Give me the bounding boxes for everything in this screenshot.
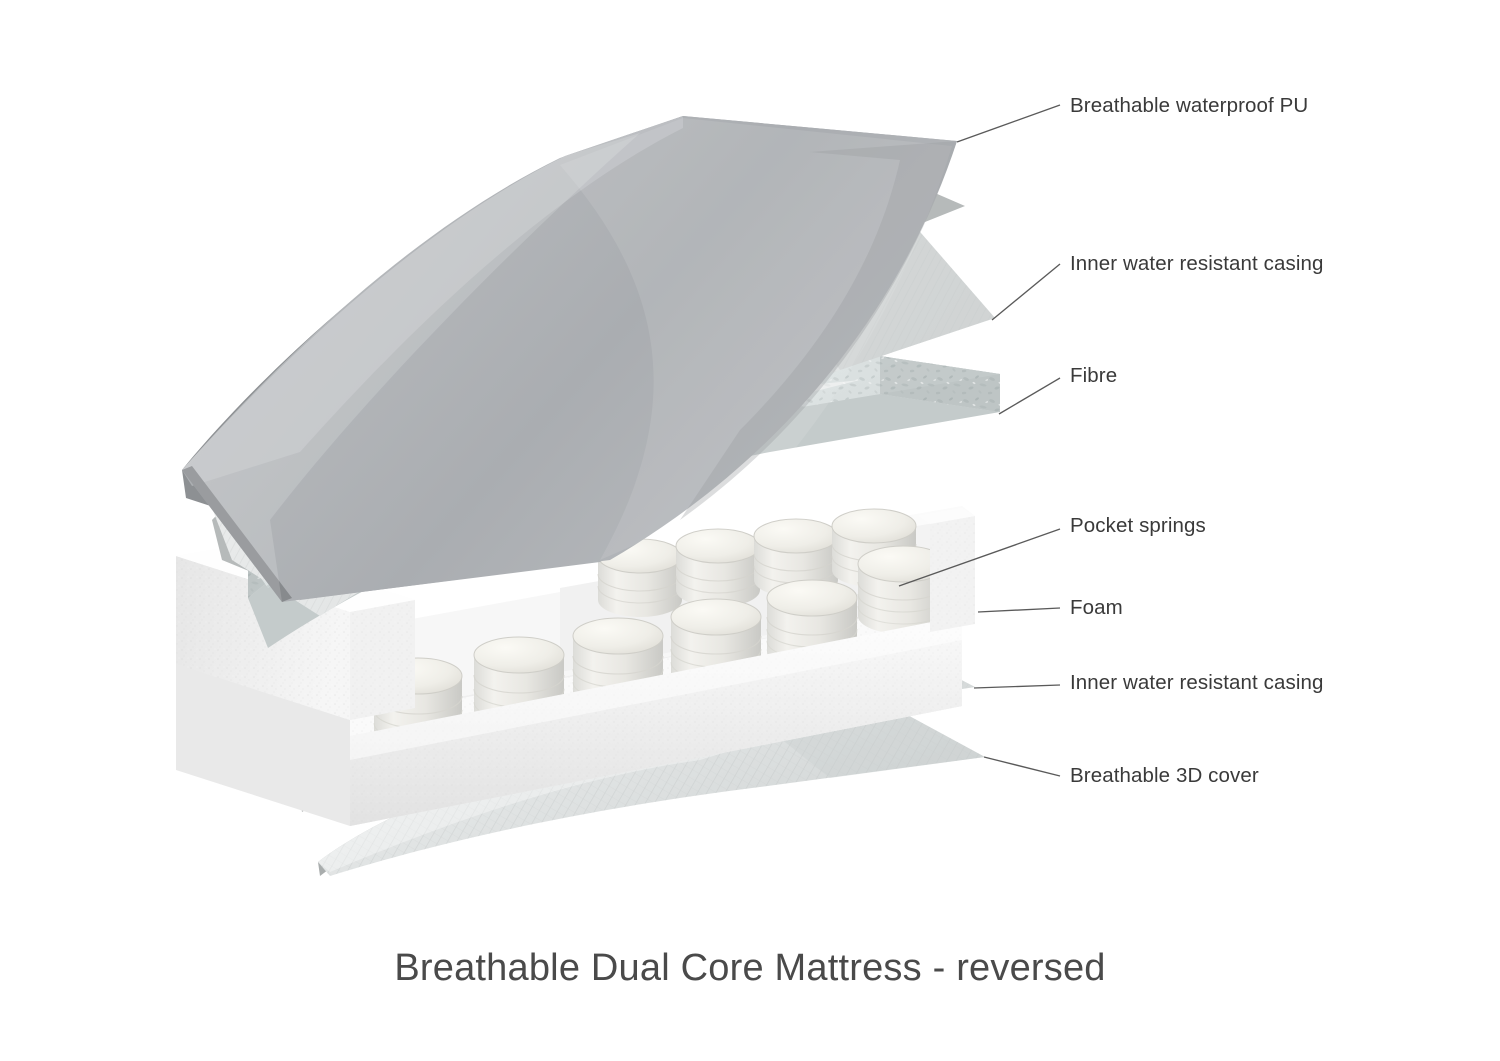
leader-breathable-waterproof-pu [956,104,1061,143]
callout-label-breathable-3d-cover: Breathable 3D cover [1070,764,1259,787]
figure-caption: Breathable Dual Core Mattress - reversed [394,947,1106,989]
callout-label-foam: Foam [1070,596,1123,619]
callout-label-inner-water-resistant-casing-top: Inner water resistant casing [1070,252,1324,275]
leader-foam [977,607,1061,613]
layer-pocket-springs [176,508,975,826]
callout-leader-lines [898,104,1061,777]
leader-inner-casing-bottom [973,684,1061,689]
leader-fibre [998,377,1061,415]
leader-breathable-3d-cover [983,756,1061,777]
callout-label-pocket-springs: Pocket springs [1070,514,1206,537]
callout-label-inner-water-resistant-casing-bottom: Inner water resistant casing [1070,671,1324,694]
leader-pocket-springs [898,528,1061,587]
layer-breathable-waterproof-pu [182,116,957,602]
callout-label-breathable-waterproof-pu: Breathable waterproof PU [1070,94,1309,117]
leader-inner-casing-top [991,263,1061,321]
callout-label-fibre: Fibre [1070,364,1118,387]
